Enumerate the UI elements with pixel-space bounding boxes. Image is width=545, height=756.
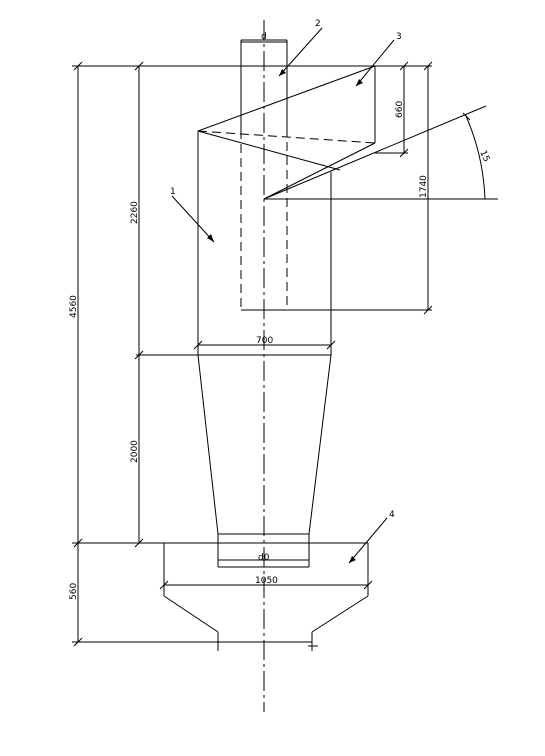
dim-560-label: 560 [69,583,79,600]
dim-700-label: 700 [256,336,273,346]
callout-2: 2 [315,19,321,29]
callout-4: 4 [389,510,395,520]
callout-3: 3 [396,32,402,42]
dim-660-label: 660 [395,101,405,118]
dim-1050-label: 1050 [255,576,278,586]
callout-1: 1 [170,187,176,197]
dim-1740-label: 1740 [419,175,429,198]
dim-2260-label: 2260 [130,201,140,224]
dim-d-label: d [261,32,267,42]
dim-d0-label: d0 [258,553,270,563]
spiral-inlet [197,65,487,200]
cylinder-body [197,131,332,356]
dust-hopper [78,542,369,651]
dim-angle-15-label: 15 [477,149,491,164]
dim-4560-label: 4560 [69,295,79,318]
dim-2000-label: 2000 [130,440,140,463]
dimension-lines [73,41,486,647]
callout-leaders [171,27,395,564]
cone [197,354,332,568]
extension-lines [72,65,498,643]
